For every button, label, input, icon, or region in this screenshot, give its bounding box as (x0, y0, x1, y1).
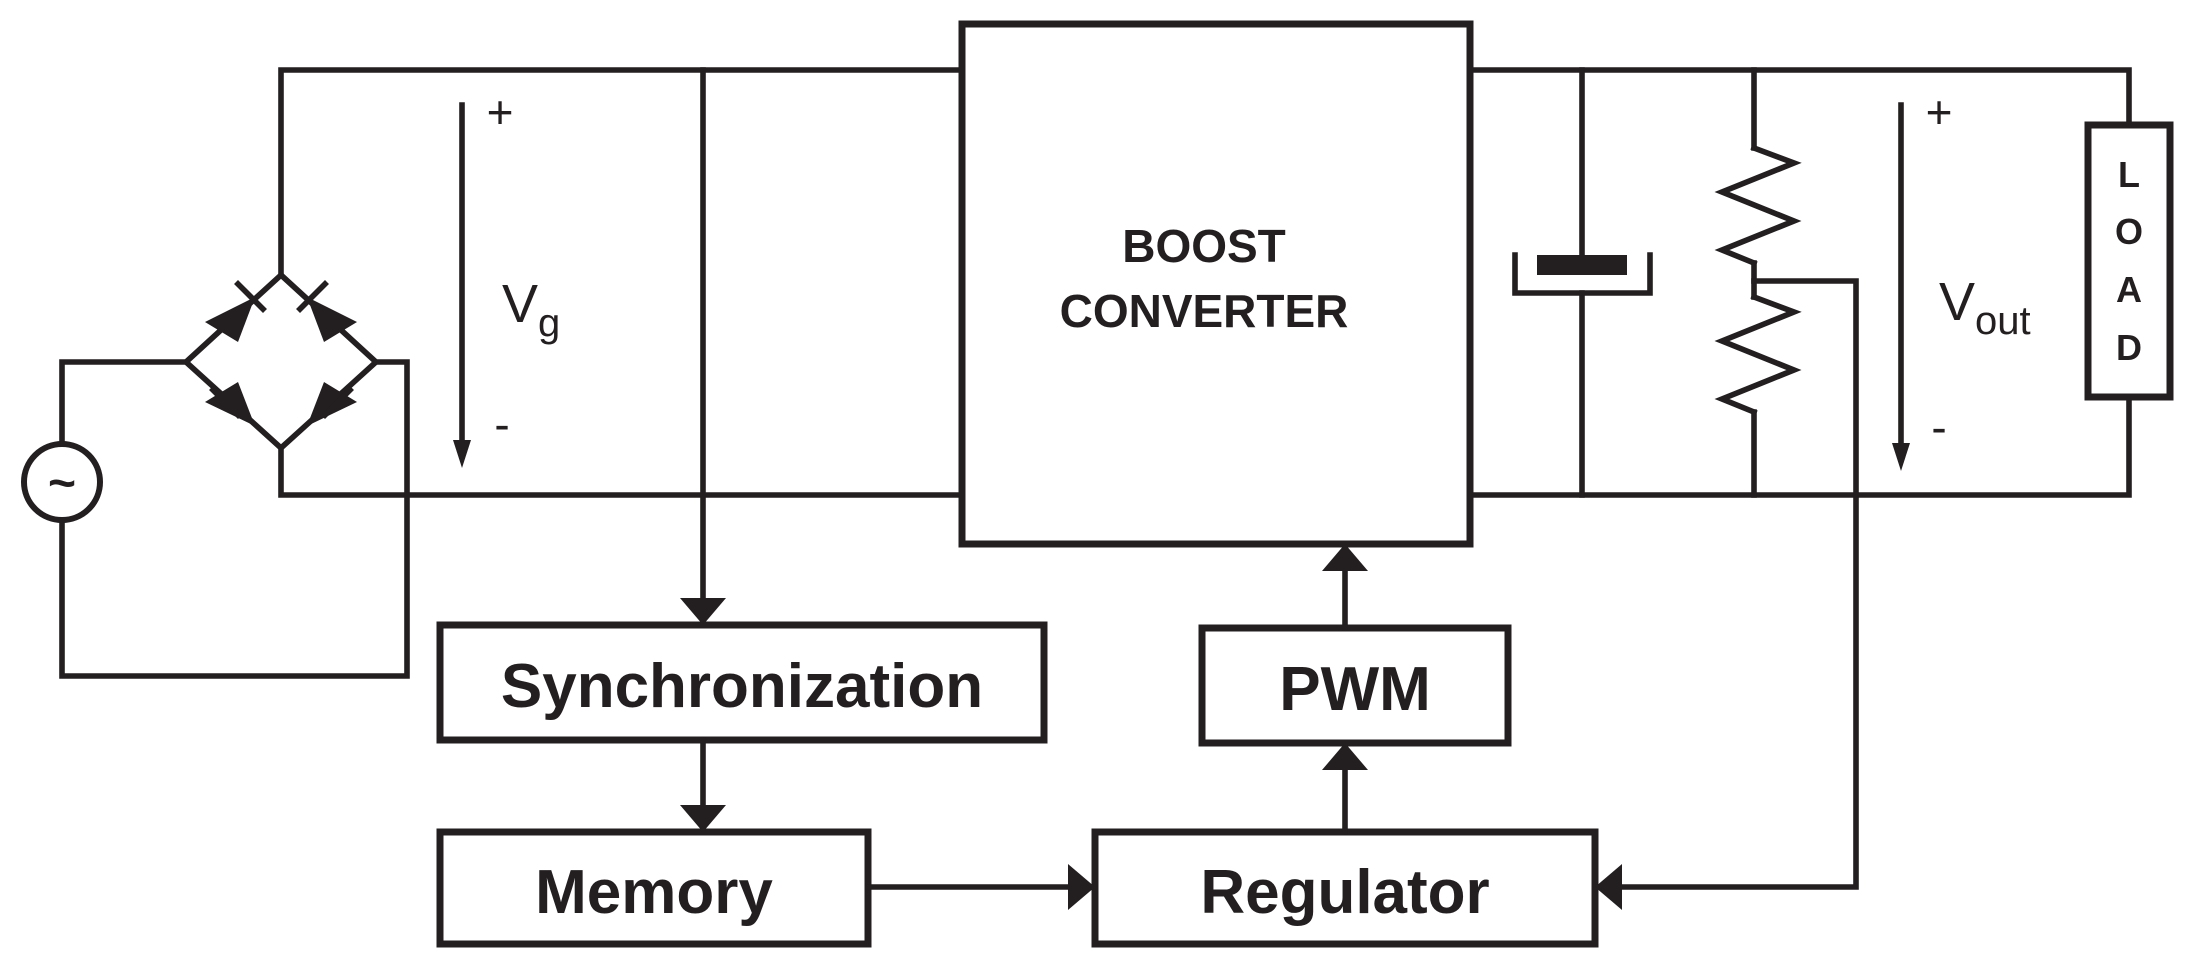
capacitor-icon (1512, 252, 1653, 296)
regulator-block (1091, 828, 1599, 948)
ac-source-wire-bottom (59, 359, 410, 679)
boost-control-arrowhead (1322, 544, 1368, 571)
regulator-label: Regulator (1200, 858, 1489, 927)
memory-block (436, 828, 872, 948)
resistor-icon (1714, 144, 1802, 267)
vout-minus: - (1931, 401, 1946, 453)
output-negative-rail (1467, 394, 2132, 498)
ac-source-icon: ~ (21, 441, 103, 523)
vg-arrowhead (453, 440, 471, 468)
ac-symbol: ~ (48, 457, 76, 510)
vg-label: Vg (502, 274, 560, 345)
memory-input-arrowhead (680, 805, 726, 832)
pwm-block (1198, 624, 1512, 747)
load-letter: L (2118, 154, 2140, 195)
memory-label: Memory (535, 858, 773, 927)
output-positive-rail (1467, 67, 2132, 128)
sync-input-arrowhead (680, 598, 726, 625)
synchronization-label: Synchronization (501, 652, 983, 721)
input-negative-rail (278, 445, 965, 498)
input-positive-rail (278, 67, 965, 278)
vout-arrowhead (1892, 443, 1910, 471)
ac-source-wire-left (59, 359, 189, 446)
pwm-label: PWM (1279, 655, 1431, 724)
regulator-feedback-arrowhead (1595, 864, 1622, 910)
vg-plus: + (487, 86, 514, 138)
diode-icon (307, 382, 357, 426)
synchronization-block (436, 621, 1048, 744)
regulator-input-arrowhead (1068, 864, 1095, 910)
diode-icon (205, 382, 255, 426)
resistor-icon (1714, 293, 1802, 416)
load-letter: A (2116, 269, 2142, 310)
boost-converter-label-line1: BOOST (1122, 220, 1286, 272)
vout-label: Vout (1939, 272, 2031, 343)
diode-icon (205, 280, 267, 342)
vout-plus: + (1926, 86, 1953, 138)
feedback-line (1619, 278, 1859, 890)
load-letter: D (2116, 327, 2142, 368)
vg-minus: - (494, 398, 509, 450)
diode-icon (296, 280, 357, 342)
bridge-rectifier (181, 271, 381, 452)
pwm-input-arrowhead (1322, 743, 1368, 770)
boost-converter-label-line2: CONVERTER (1060, 285, 1349, 337)
load-letter: O (2115, 211, 2143, 252)
load-box (2084, 121, 2174, 401)
boost-converter-block (958, 20, 1474, 548)
